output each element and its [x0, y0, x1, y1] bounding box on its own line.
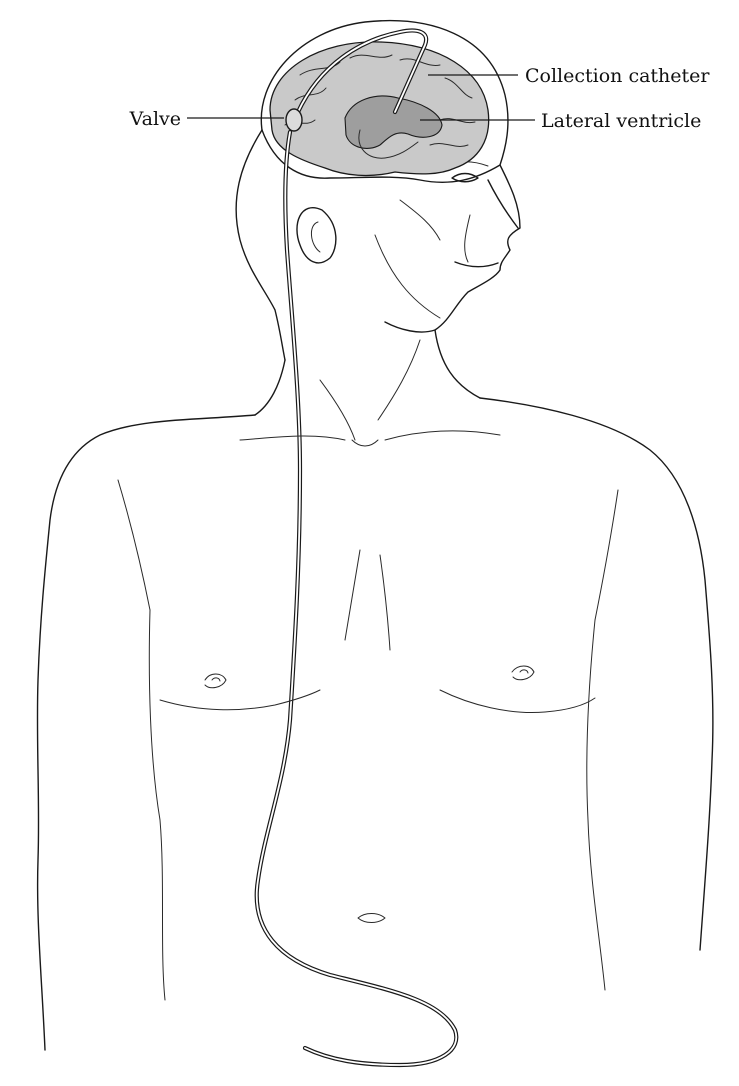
drainage-tube	[257, 132, 457, 1065]
back-of-head-outline	[236, 130, 285, 360]
shoulder-right	[480, 398, 713, 950]
arm-right-inner	[587, 620, 605, 990]
chest-center	[380, 555, 390, 650]
valve-label: Valve	[129, 108, 181, 130]
mouth	[455, 262, 498, 267]
clavicle-left	[240, 436, 345, 440]
sternal-notch	[352, 440, 378, 446]
ear-inner	[311, 222, 320, 252]
cheek-line	[400, 200, 440, 240]
nasolabial-fold	[465, 215, 470, 262]
neck-muscle-left	[320, 380, 355, 440]
lateral-ventricle-label: Lateral ventricle	[541, 110, 701, 132]
pectoral-right	[440, 690, 595, 713]
nipple-right	[512, 666, 534, 680]
clavicle-right	[385, 431, 500, 440]
arm-left-inner	[149, 610, 165, 1000]
navel	[358, 914, 385, 923]
ear	[297, 208, 336, 263]
neck-right	[435, 330, 480, 398]
jawline	[375, 235, 440, 318]
armpit-left	[118, 480, 150, 610]
torso	[37, 330, 712, 1050]
nose	[488, 180, 518, 228]
sternum-line	[345, 550, 360, 640]
valve-body	[286, 109, 302, 131]
armpit-right	[595, 490, 618, 620]
neck-muscle-right	[378, 340, 420, 420]
shoulder-left	[37, 415, 255, 1050]
brain	[270, 42, 489, 176]
pectoral-left	[160, 690, 320, 710]
collection-catheter-label: Collection catheter	[525, 65, 710, 87]
nipple-left	[205, 674, 226, 688]
shunt	[257, 31, 457, 1065]
neck-left	[255, 360, 285, 415]
